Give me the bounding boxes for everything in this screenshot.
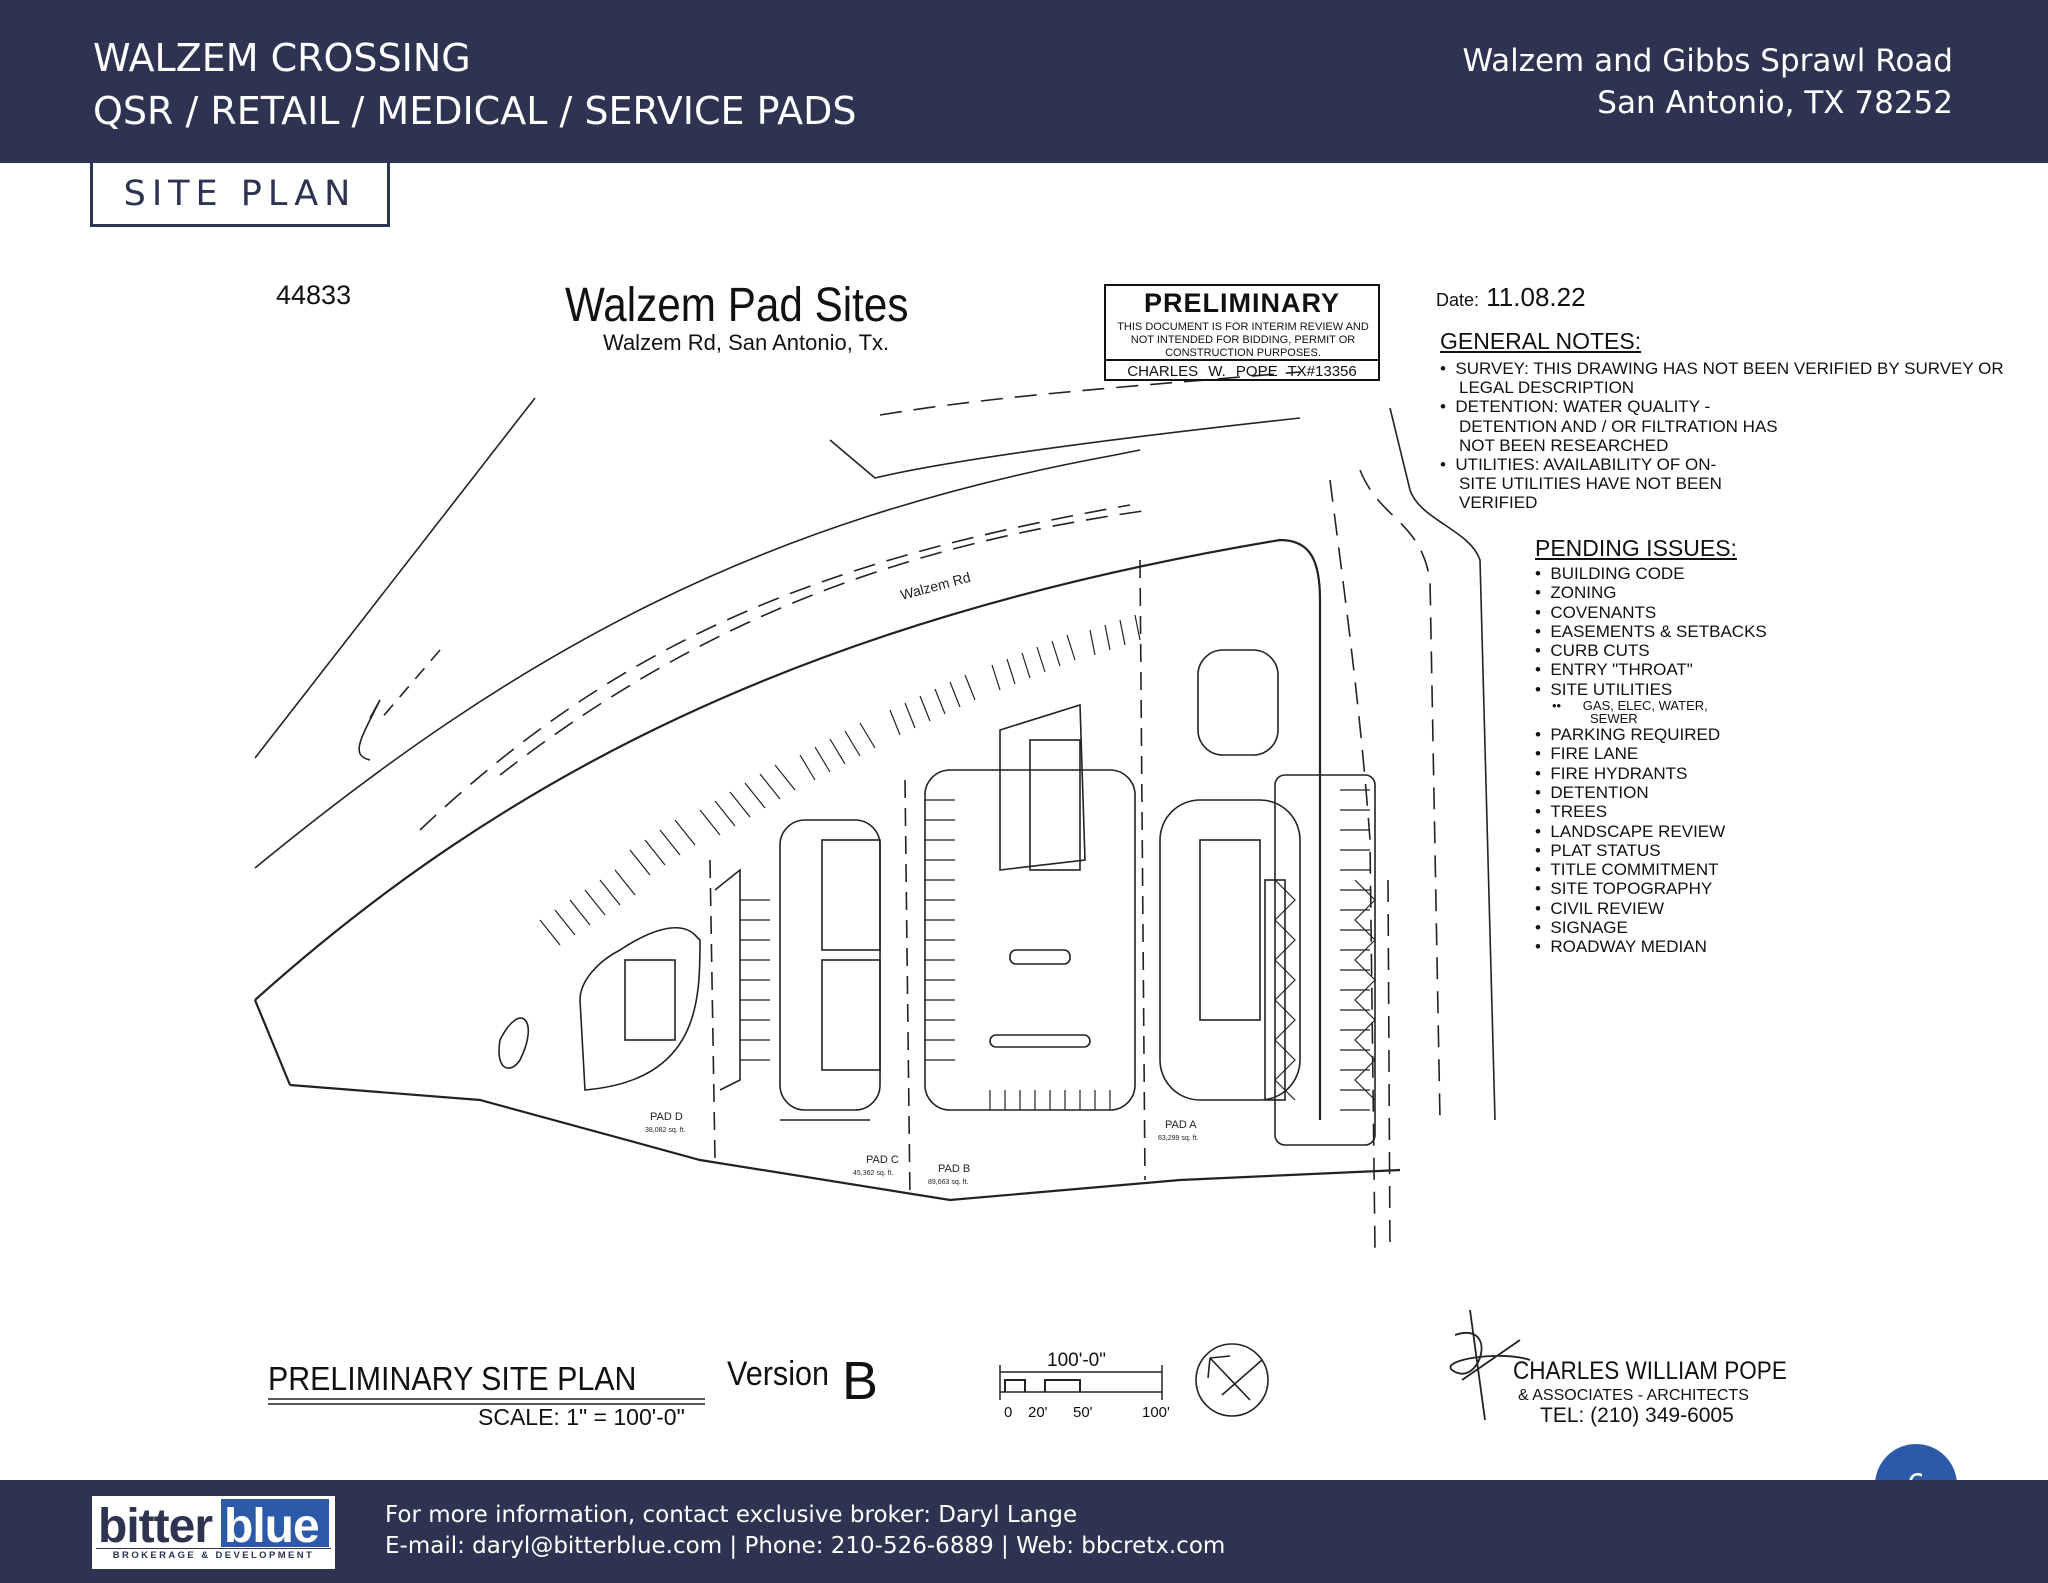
header-address-line1: Walzem and Gibbs Sprawl Road bbox=[1462, 43, 1953, 79]
plan-scale: SCALE: 1" = 100'-0" bbox=[478, 1404, 685, 1430]
north-arrow-icon bbox=[1195, 1343, 1269, 1417]
footer-contact-line2: E-mail: daryl@bitterblue.com | Phone: 21… bbox=[385, 1533, 1226, 1559]
logo-text-bitter: bitter bbox=[98, 1500, 213, 1553]
list-item: • TITLE COMMITMENT bbox=[1535, 860, 1719, 880]
pad-a-label: PAD A bbox=[1165, 1119, 1197, 1131]
preliminary-body: THIS DOCUMENT IS FOR INTERIM REVIEW AND … bbox=[1117, 321, 1369, 359]
road-edge-line bbox=[254, 397, 536, 759]
list-item: • EASEMENTS & SETBACKS bbox=[1535, 621, 1767, 641]
list-item: • UTILITIES: AVAILABILITY OF ON-SITE UTI… bbox=[1440, 455, 1722, 513]
page-footer: bitter blue BROKERAGE & DEVELOPMENT For … bbox=[0, 1480, 2048, 1583]
architect-name: CHARLES WILLIAM POPE bbox=[1513, 1357, 1787, 1385]
date-value: 11.08.22 bbox=[1486, 282, 1586, 312]
list-item: • SURVEY: THIS DRAWING HAS NOT BEEN VERI… bbox=[1440, 359, 2004, 398]
drawing-subtitle: Walzem Rd, San Antonio, Tx. bbox=[603, 330, 890, 355]
preliminary-heading: PRELIMINARY bbox=[1143, 288, 1340, 318]
general-notes-title: GENERAL NOTES: bbox=[1440, 328, 1642, 354]
pad-c-area: 45,362 sq. ft. bbox=[853, 1170, 894, 1177]
version-label: Version bbox=[727, 1355, 830, 1393]
header-title-line1: WALZEM CROSSING bbox=[93, 36, 471, 80]
list-item: • PLAT STATUS bbox=[1535, 840, 1661, 860]
pending-issues-title: PENDING ISSUES: bbox=[1535, 535, 1737, 561]
preliminary-name: CHARLES W. POPE bbox=[1127, 363, 1278, 380]
list-item: • COVENANTS bbox=[1535, 602, 1657, 622]
pad-b-area: 89,663 sq. ft. bbox=[928, 1179, 969, 1186]
list-item: • SIGNAGE bbox=[1535, 918, 1628, 938]
pad-d-label: PAD D bbox=[650, 1111, 683, 1123]
list-item: • FIRE HYDRANTS bbox=[1535, 763, 1688, 783]
list-item: • LANDSCAPE REVIEW bbox=[1535, 821, 1726, 841]
logo-divider bbox=[96, 1548, 331, 1549]
architect-firm: & ASSOCIATES - ARCHITECTS bbox=[1518, 1387, 1749, 1404]
list-item: • CURB CUTS bbox=[1535, 641, 1650, 661]
bitterblue-logo: bitter blue BROKERAGE & DEVELOPMENT bbox=[92, 1496, 335, 1569]
road-edge-line bbox=[254, 449, 1141, 869]
list-item: • ENTRY "THROAT" bbox=[1535, 660, 1693, 680]
preliminary-stamp: PRELIMINARY THIS DOCUMENT IS FOR INTERIM… bbox=[1104, 284, 1380, 381]
site-plan-drawing: Walzem Rd PAD D 38,082 sq. ft. PAD C 45,… bbox=[253, 279, 2048, 1430]
scale-tick: 0 bbox=[1004, 1404, 1013, 1421]
pad-b-label: PAD B bbox=[938, 1163, 970, 1175]
pad-a-area: 63,299 sq. ft. bbox=[1158, 1135, 1199, 1142]
date-label: Date: bbox=[1436, 290, 1480, 310]
pad-d-area: 38,082 sq. ft. bbox=[645, 1127, 686, 1134]
version-letter: B bbox=[842, 1351, 879, 1411]
pending-issues-list: • BUILDING CODE • ZONING • COVENANTS • E… bbox=[1535, 564, 1767, 957]
architect-phone: TEL: (210) 349-6005 bbox=[1540, 1404, 1734, 1427]
preliminary-signer: CHARLES W. POPE TX#13356 bbox=[1106, 359, 1378, 381]
list-item: • BUILDING CODE bbox=[1535, 564, 1685, 583]
list-item: • ROADWAY MEDIAN bbox=[1535, 937, 1707, 957]
list-item: • FIRE LANE bbox=[1535, 744, 1639, 764]
list-item: • PARKING REQUIRED bbox=[1535, 725, 1721, 745]
road-label: Walzem Rd bbox=[899, 569, 973, 603]
preliminary-license: TX#13356 bbox=[1287, 363, 1357, 380]
header-title-line2: QSR / RETAIL / MEDICAL / SERVICE PADS bbox=[93, 89, 857, 133]
list-item: • DETENTION bbox=[1535, 782, 1649, 802]
list-item: • DETENTION: WATER QUALITY - DETENTION A… bbox=[1440, 397, 1778, 455]
section-label: SITE PLAN bbox=[90, 163, 390, 227]
header-address: Walzem and Gibbs Sprawl Road San Antonio… bbox=[1462, 40, 1953, 124]
scale-tick: 50' bbox=[1073, 1404, 1093, 1421]
scale-tick: 100' bbox=[1142, 1404, 1170, 1421]
logo-tagline: BROKERAGE & DEVELOPMENT bbox=[112, 1550, 315, 1561]
drawing-date: Date: 11.08.22 bbox=[1436, 282, 1586, 313]
list-item: • CIVIL REVIEW bbox=[1535, 898, 1665, 918]
architect-signature-icon bbox=[1449, 1309, 1531, 1421]
page-header: WALZEM CROSSING QSR / RETAIL / MEDICAL /… bbox=[0, 0, 2048, 163]
list-item: • TREES bbox=[1535, 802, 1608, 822]
plan-title: PRELIMINARY SITE PLAN bbox=[268, 1360, 637, 1397]
pad-c-label: PAD C bbox=[866, 1154, 899, 1166]
general-notes-list: • SURVEY: THIS DRAWING HAS NOT BEEN VERI… bbox=[1440, 359, 2048, 513]
header-title: WALZEM CROSSING QSR / RETAIL / MEDICAL /… bbox=[93, 32, 856, 138]
list-item: • SITE TOPOGRAPHY bbox=[1535, 879, 1713, 899]
list-item: •• GAS, ELEC, WATER, SEWER bbox=[1552, 698, 1708, 727]
list-item: • SITE UTILITIES bbox=[1535, 679, 1673, 699]
header-address-line2: San Antonio, TX 78252 bbox=[1597, 85, 1953, 121]
logo-text-blue: blue bbox=[224, 1500, 320, 1553]
footer-contact-line1: For more information, contact exclusive … bbox=[385, 1502, 1078, 1528]
logo-blue-box: blue bbox=[221, 1499, 329, 1553]
project-number: 44833 bbox=[276, 280, 352, 310]
drawing-title: Walzem Pad Sites bbox=[565, 279, 909, 332]
site-plan-linework: Walzem Rd PAD D 38,082 sq. ft. PAD C 45,… bbox=[253, 371, 1531, 1421]
scale-tick: 20' bbox=[1028, 1404, 1048, 1421]
list-item: • ZONING bbox=[1535, 583, 1617, 603]
scale-bar-label: 100'-0" bbox=[1047, 1350, 1106, 1371]
